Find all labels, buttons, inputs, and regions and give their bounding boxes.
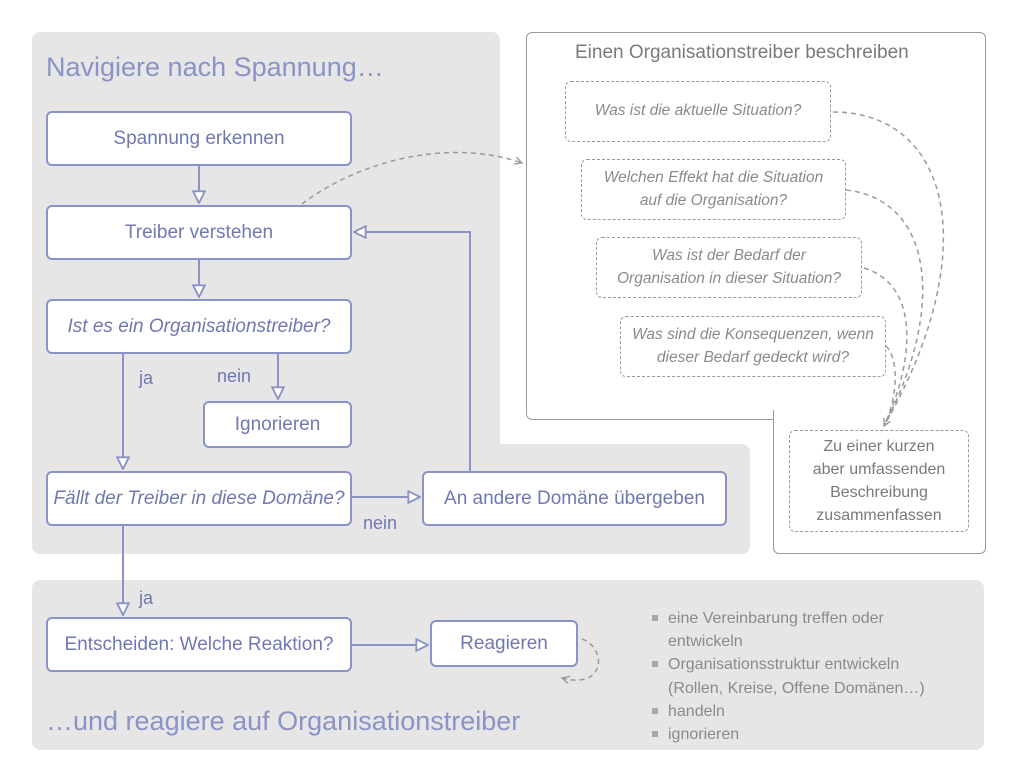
domaene-question-box: Fällt der Treiber in diese Domäne? [46, 471, 352, 526]
ja-label-1: ja [139, 368, 154, 388]
question-konsequenzen: Was sind die Konsequenzen, wenn dieser B… [620, 316, 886, 377]
treiber-verstehen-box: Treiber verstehen [46, 205, 352, 260]
spannung-erkennen-box: Spannung erkennen [46, 111, 352, 166]
nein-label-2: nein [363, 513, 398, 533]
reaction-item: Organisationsstruktur entwickeln(Rollen,… [650, 653, 970, 699]
question-effekt-text: Welchen Effekt hat die Situation auf die… [603, 169, 824, 209]
reaction-item: handeln [650, 700, 970, 723]
describe-panel-joint [774, 408, 985, 422]
question-bedarf: Was ist der Bedarf der Organisation in d… [596, 237, 862, 298]
top-heading: Navigiere nach Spannung… [46, 52, 384, 82]
entscheiden-box: Entscheiden: Welche Reaktion? [46, 617, 352, 672]
andere-domaene-uebergeben-box: An andere Domäne übergeben [422, 471, 727, 526]
summary-text: Zu einer kurzen aber umfassenden Beschre… [812, 437, 946, 525]
question-situation-text: Was ist die aktuelle Situation? [594, 102, 802, 120]
question-situation: Was ist die aktuelle Situation? [565, 81, 831, 142]
question-konsequenzen-text: Was sind die Konsequenzen, wenn dieser B… [632, 326, 874, 366]
organisationstreiber-question-box: Ist es ein Organisationstreiber? [46, 299, 352, 354]
ja-label-2: ja [139, 588, 154, 608]
reaction-item: ignorieren [650, 723, 970, 746]
summary-box: Zu einer kurzen aber umfassenden Beschre… [789, 430, 969, 532]
ignorieren-box: Ignorieren [203, 401, 352, 448]
question-effekt: Welchen Effekt hat die Situation auf die… [581, 159, 846, 220]
bottom-heading: …und reagiere auf Organisationstreiber [46, 706, 521, 736]
reagieren-box: Reagieren [430, 620, 578, 667]
question-bedarf-text: Was ist der Bedarf der Organisation in d… [616, 247, 842, 287]
describe-panel-title: Einen Organisationstreiber beschreiben [575, 42, 909, 63]
nein-label-1: nein [217, 366, 252, 386]
